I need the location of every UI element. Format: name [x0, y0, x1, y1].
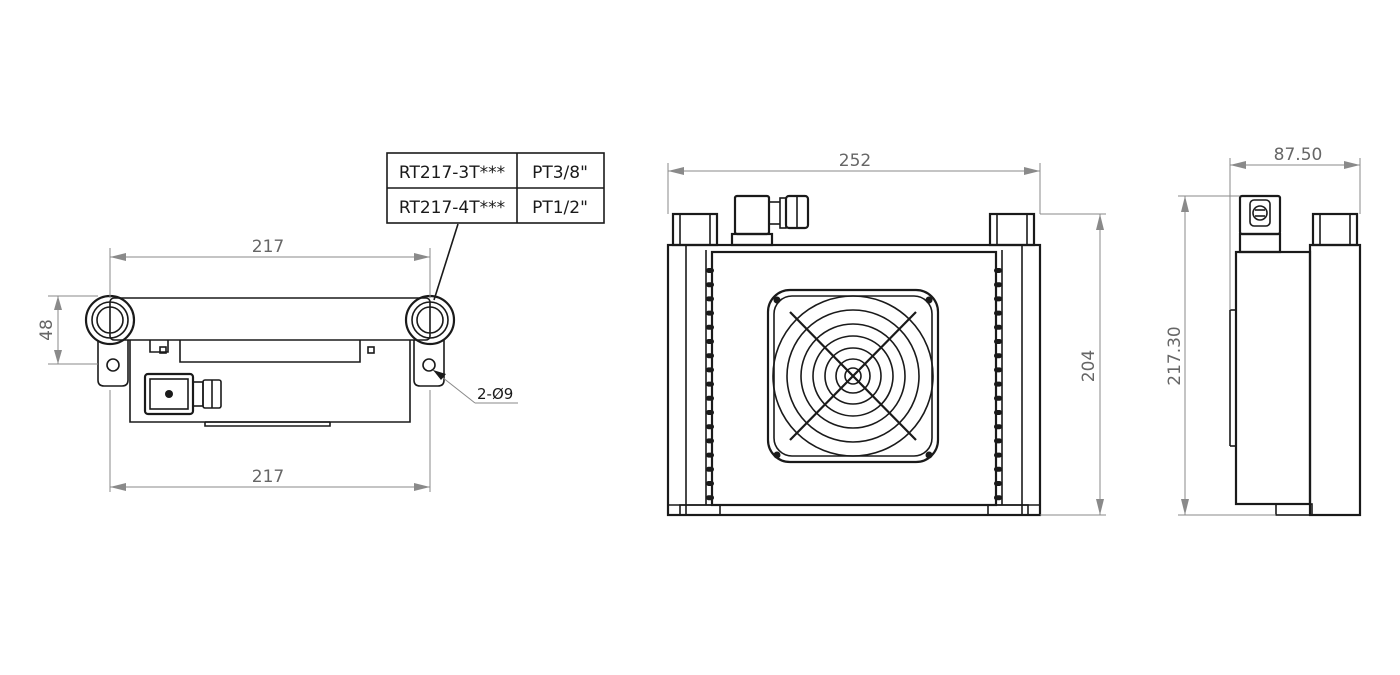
side-cooler-core	[1308, 243, 1362, 517]
top-view-header-bar	[109, 297, 431, 341]
dim-height-48-label: 48	[37, 319, 57, 341]
hole-leader	[432, 369, 518, 404]
left-mount-hole	[106, 358, 120, 372]
dim-front-height-label: 204	[1079, 350, 1099, 382]
dim-front-width-label: 252	[839, 151, 871, 171]
junction-box	[143, 372, 222, 416]
front-port-left	[671, 212, 719, 247]
top-view: 217 217 48 2-Ø9	[37, 223, 518, 492]
table-leader	[433, 223, 459, 301]
side-fan-shroud	[1234, 250, 1312, 506]
front-view: 252 204	[666, 151, 1106, 517]
front-port-right	[988, 212, 1036, 247]
side-view: 87.50 217.30	[1165, 145, 1362, 517]
front-outer-frame	[666, 243, 1042, 517]
table-row-2-thread: PT1/2"	[532, 198, 588, 218]
dim-front-width	[667, 163, 1041, 214]
side-foot	[1275, 503, 1313, 516]
dim-top-width	[109, 248, 431, 298]
right-mount-lug	[413, 340, 445, 387]
dim-side-height-label: 217.30	[1165, 326, 1185, 385]
fan-icon	[766, 288, 940, 464]
front-feet	[679, 504, 1029, 516]
hole-note: 2-Ø9	[477, 385, 513, 403]
dim-height-48	[48, 295, 98, 365]
right-mount-hole	[422, 358, 436, 372]
dim-front-height	[1040, 213, 1106, 516]
port-table: RT217-3T*** PT3/8" RT217-4T*** PT1/2"	[386, 152, 605, 224]
dim-side-width-label: 87.50	[1274, 145, 1323, 165]
side-junction-box	[1238, 194, 1282, 254]
table-row-1-thread: PT3/8"	[532, 163, 588, 183]
dim-side-width	[1229, 158, 1361, 310]
side-port	[1311, 212, 1359, 247]
table-row-1-model: RT217-3T***	[399, 163, 505, 183]
dim-top-width-label: 217	[252, 237, 284, 257]
front-junction-box	[730, 194, 810, 247]
left-mount-lug	[97, 340, 129, 387]
table-row-2-model: RT217-4T***	[399, 198, 505, 218]
dim-side-height	[1178, 195, 1276, 516]
dim-bottom-width	[109, 390, 431, 492]
dim-bottom-width-label: 217	[252, 467, 284, 487]
